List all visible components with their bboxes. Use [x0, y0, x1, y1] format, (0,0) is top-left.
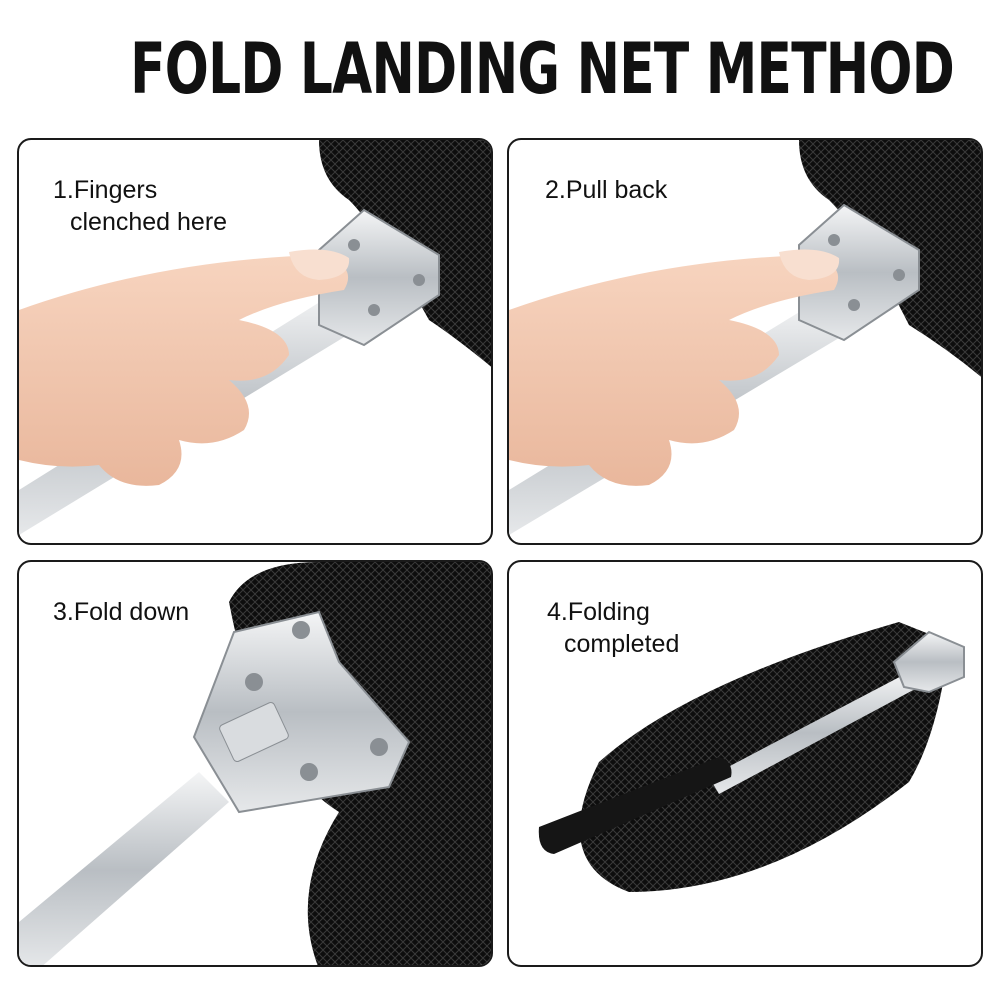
rivet [370, 738, 388, 756]
hand [509, 255, 839, 486]
thumb-nail [779, 249, 840, 280]
handle-pole [19, 772, 229, 965]
step-3-line1: 3.Fold down [53, 598, 190, 626]
rivet [848, 299, 860, 311]
rivet [245, 673, 263, 691]
step-caption-1: 1.Fingers clenched here [53, 174, 227, 238]
page-title: FOLD LANDING NET METHOD [130, 28, 955, 110]
locking-slider [219, 702, 289, 762]
step-4-line1: 4.Folding [547, 598, 650, 626]
step-4-line2: completed [564, 630, 680, 658]
rivet [368, 304, 380, 316]
step-caption-2: 2.Pull back [545, 174, 667, 206]
step-caption-3: 3.Fold down [53, 596, 189, 628]
hinge-plate [892, 630, 965, 694]
step-2-line1: 2.Pull back [545, 176, 668, 204]
handle-pole [709, 672, 917, 794]
grip-handle [538, 757, 732, 854]
rivet [348, 239, 360, 251]
hand [19, 255, 349, 486]
step-panel-2: 2.Pull back [507, 138, 983, 545]
step-panel-4: 4.Folding completed [507, 560, 983, 967]
step-1-line1: 1.Fingers [53, 176, 158, 204]
step-caption-4: 4.Folding completed [547, 596, 679, 660]
fold-down-photo [19, 562, 491, 965]
rivet [413, 274, 425, 286]
rivet [292, 621, 310, 639]
rivet [300, 763, 318, 781]
hinge-plate [192, 610, 411, 814]
step-1-line2: clenched here [70, 208, 228, 236]
pull-back-photo [509, 140, 981, 535]
fingers-clenched-photo [19, 140, 491, 535]
rivet [828, 234, 840, 246]
rivet [893, 269, 905, 281]
step-panel-1: 1.Fingers clenched here [17, 138, 493, 545]
folding-completed-photo [538, 622, 965, 892]
thumb-nail [289, 249, 350, 280]
step-panel-3: 3.Fold down [17, 560, 493, 967]
